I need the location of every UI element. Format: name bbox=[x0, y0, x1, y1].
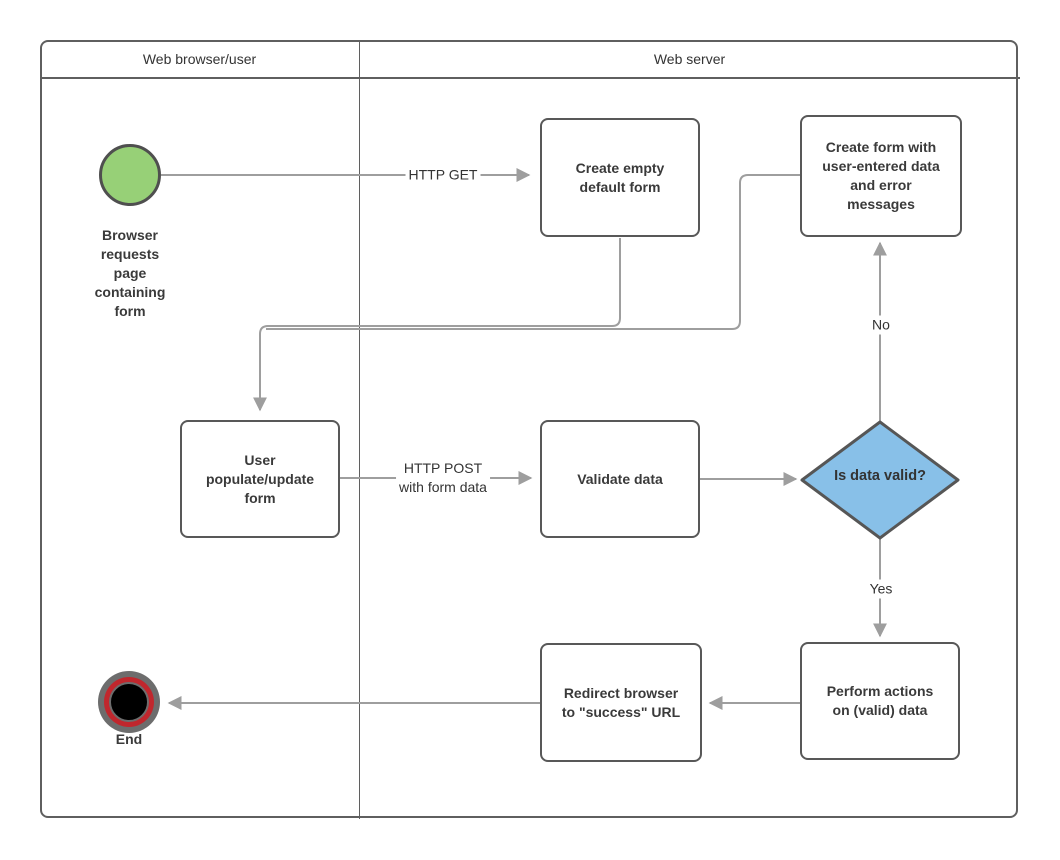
end-node-black-core bbox=[109, 682, 149, 722]
process-redirect-browser: Redirect browser to "success" URL bbox=[540, 643, 702, 762]
process-user-populate-form: User populate/update form bbox=[180, 420, 340, 538]
start-node-circle bbox=[99, 144, 161, 206]
process-create-error-form: Create form with user-entered data and e… bbox=[800, 115, 962, 237]
decision-node-label: Is data valid? bbox=[834, 468, 926, 484]
edge-label-http-post: HTTP POST with form data bbox=[396, 459, 490, 497]
edge-label-http-get: HTTP GET bbox=[405, 165, 481, 185]
swimlane-divider bbox=[359, 40, 360, 819]
process-create-empty-form: Create empty default form bbox=[540, 118, 700, 237]
end-node-red-ring bbox=[104, 677, 154, 727]
process-perform-actions: Perform actions on (valid) data bbox=[800, 642, 960, 760]
end-node-label: End bbox=[115, 731, 143, 747]
swimlane-frame bbox=[40, 40, 1018, 818]
edge-label-yes: Yes bbox=[866, 579, 896, 599]
start-node-label: Browser requests page containing form bbox=[94, 227, 166, 319]
end-node bbox=[98, 671, 160, 733]
edge-error-form-to-user-populate bbox=[266, 174, 800, 330]
lane-title-web-browser-user: Web browser/user bbox=[142, 51, 257, 67]
lane-title-web-server: Web server bbox=[653, 51, 726, 67]
edge-label-no: No bbox=[869, 315, 893, 335]
decision-diamond-shape bbox=[800, 420, 960, 540]
edge-create-empty-to-user-populate bbox=[253, 238, 621, 412]
swimlane-header-separator bbox=[40, 77, 1020, 79]
process-validate-data: Validate data bbox=[540, 420, 700, 538]
